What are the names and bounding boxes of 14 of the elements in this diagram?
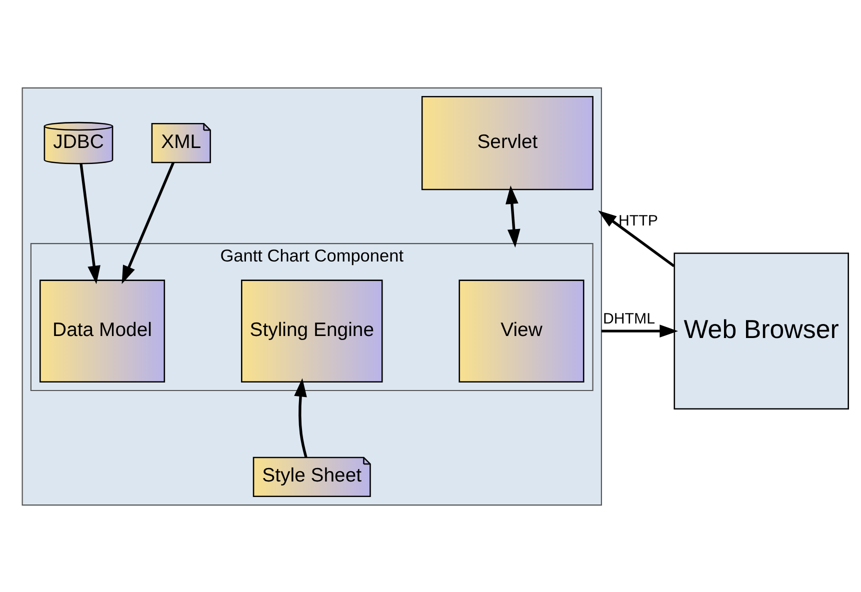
arrow — [294, 378, 307, 458]
node-box: Data Model — [38, 279, 165, 382]
arrow — [600, 324, 678, 338]
edge-label: DHTML — [602, 310, 655, 328]
arrow — [505, 185, 520, 248]
arrow — [79, 163, 100, 284]
node-box: Servlet — [420, 95, 593, 190]
arrow — [121, 162, 174, 284]
node-box: Styling Engine — [240, 279, 382, 382]
node-box: Web Browser — [673, 252, 848, 410]
arrow — [598, 210, 674, 267]
cluster — [21, 86, 602, 506]
node-box: View — [458, 279, 584, 382]
edge-label: HTTP — [618, 212, 658, 229]
